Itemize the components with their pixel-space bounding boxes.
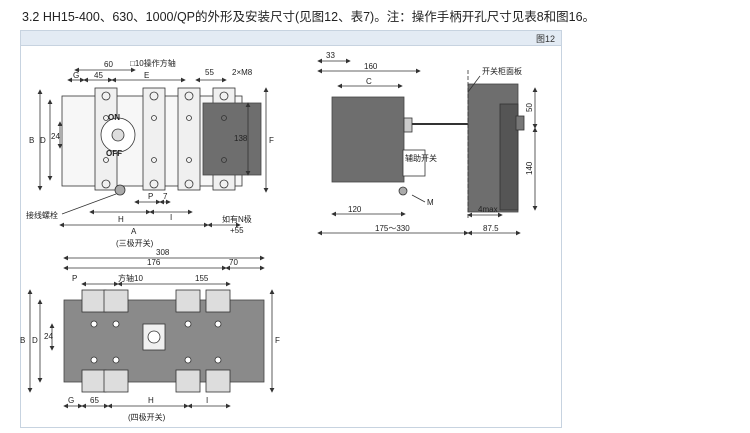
front-pole-3	[177, 87, 201, 191]
dim-i: I	[170, 213, 172, 222]
dim-f: F	[269, 136, 274, 145]
section-heading: 3.2 HH15-400、630、1000/QP的外形及安装尺寸(见图12、表7…	[22, 10, 596, 24]
aux-switch-box	[402, 149, 426, 177]
dim-175-330: 175～330	[375, 224, 410, 233]
dim-m: M	[427, 198, 434, 207]
bottom-pole-2	[103, 289, 129, 393]
dim-2xm8: 2×M8	[232, 68, 253, 77]
dim-176: 176	[147, 258, 161, 267]
figure-label: 图12	[535, 34, 555, 44]
dim-d: D	[40, 136, 46, 145]
on-label: ON	[108, 113, 120, 122]
n-pole-plus55: +55	[230, 226, 244, 235]
dim-45: 45	[94, 71, 103, 80]
n-pole-note: 如有N极	[222, 214, 252, 224]
dim-e: E	[144, 71, 149, 80]
dim-i-bottom: I	[206, 396, 208, 405]
dim-7: 7	[163, 192, 168, 201]
dim-4max: 4max	[478, 205, 498, 214]
terminal-screw-label: 接线螺栓	[26, 210, 58, 220]
off-label: OFF	[106, 149, 122, 158]
dim-55: 55	[205, 68, 214, 77]
side-view	[317, 58, 538, 236]
front-motor-block	[202, 102, 262, 176]
dim-87-5: 87.5	[483, 224, 499, 233]
bottom-pole-3	[175, 289, 201, 393]
dim-d-bottom: D	[32, 336, 38, 345]
dim-p-bottom: P	[72, 274, 77, 283]
dim-33: 33	[326, 51, 335, 60]
dim-c: C	[366, 77, 372, 86]
dim-70: 70	[229, 258, 238, 267]
dim-60: 60	[104, 60, 113, 69]
bottom-view	[27, 255, 275, 409]
switch-shaft	[111, 128, 125, 142]
side-coupler	[403, 117, 413, 133]
side-handle	[499, 103, 519, 211]
panel-label: 开关柜面板	[482, 66, 522, 76]
figure-header-bar: 图12	[21, 31, 561, 46]
dim-a: A	[131, 227, 137, 236]
front-pole-2	[142, 87, 166, 191]
four-pole-caption: (四极开关)	[128, 412, 166, 422]
three-pole-caption: (三极开关)	[116, 238, 154, 248]
aux-switch-label: 辅助开关	[405, 153, 437, 163]
dim-h: H	[118, 215, 124, 224]
front-view	[37, 67, 269, 228]
bottom-pole-1	[81, 289, 107, 393]
dim-65: 65	[90, 396, 99, 405]
dim-h-bottom: H	[148, 396, 154, 405]
dim-155: 155	[195, 274, 209, 283]
dim-p: P	[148, 192, 153, 201]
dim-f-bottom: F	[275, 336, 280, 345]
dim-b: B	[29, 136, 34, 145]
terminal-screw-graphic	[114, 184, 126, 196]
dim-50: 50	[525, 103, 534, 112]
dim-140: 140	[525, 161, 534, 175]
dim-b-bottom: B	[20, 336, 25, 345]
dim-24-bottom: 24	[44, 332, 53, 341]
dim-308: 308	[156, 248, 170, 257]
dim-138: 138	[234, 134, 248, 143]
shaft-10-label: 方轴10	[118, 273, 143, 283]
side-handle-knob	[515, 115, 525, 131]
dim-g: G	[73, 71, 79, 80]
side-body	[331, 96, 405, 183]
dim-shaft-10: □10操作方轴	[130, 58, 176, 68]
bottom-pole-4	[205, 289, 231, 393]
dim-24: 24	[51, 132, 60, 141]
dim-g-bottom: G	[68, 396, 74, 405]
dim-120: 120	[348, 205, 362, 214]
dim-160: 160	[364, 62, 378, 71]
